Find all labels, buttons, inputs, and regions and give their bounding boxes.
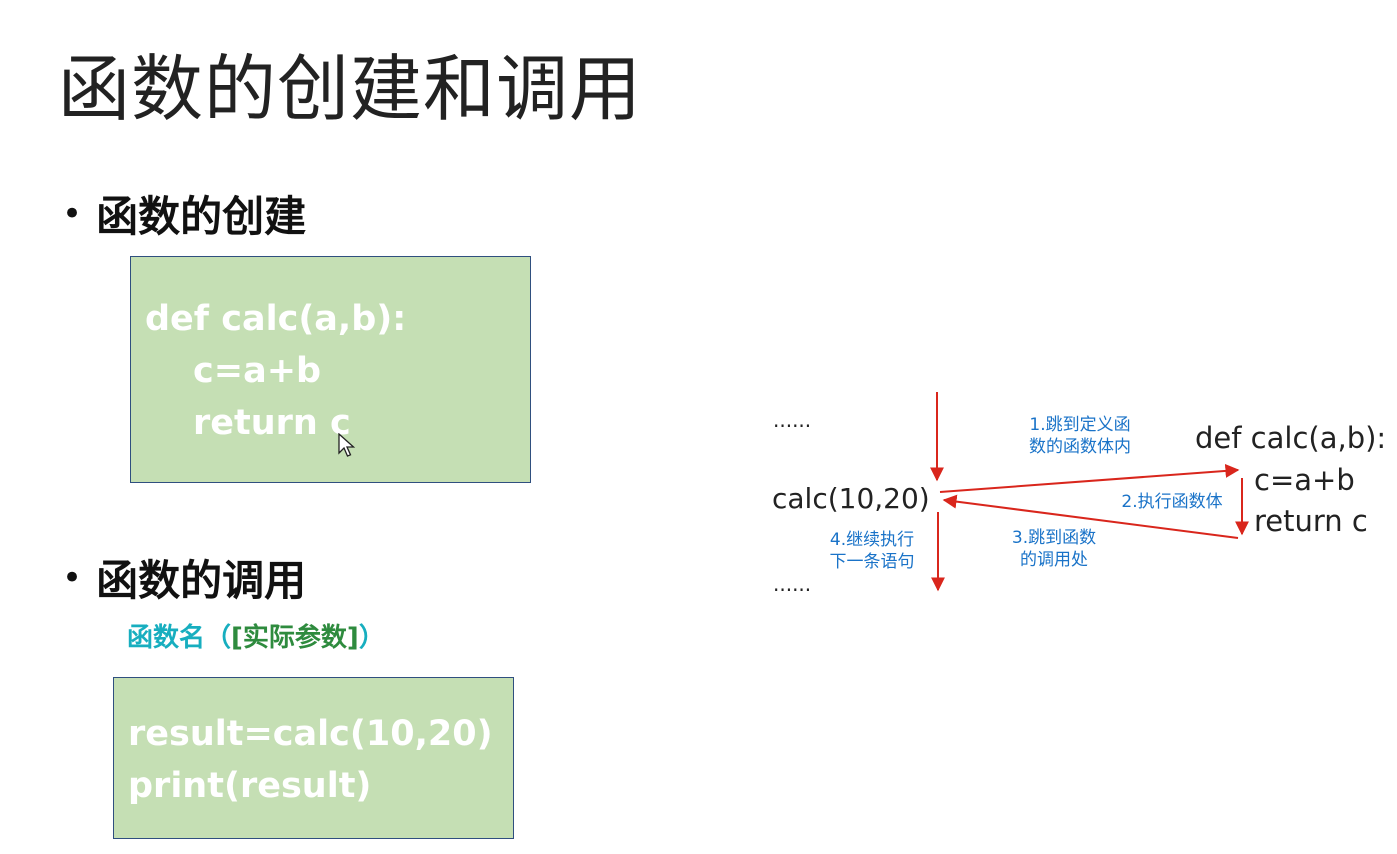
- code-line-print: print(result): [128, 766, 372, 806]
- bullet-dot: •: [62, 557, 83, 598]
- code-line-assign: c=a+b: [193, 351, 322, 391]
- syntax-close-paren: ）: [358, 623, 385, 653]
- call-expression: calc(10,20): [772, 482, 930, 515]
- def-line-3: return c: [1254, 504, 1368, 538]
- annotation-step1-line2: 数的函数体内: [1029, 437, 1131, 457]
- annotation-step4-line2: 下一条语句: [829, 552, 915, 572]
- annotation-step3: 3.跳到函数 的调用处: [994, 527, 1114, 571]
- code-line-result: result=calc(10,20): [128, 714, 493, 754]
- create-code-box: def calc(a,b): c=a+b return c: [130, 256, 531, 483]
- mouse-cursor-icon: [338, 433, 356, 457]
- arrow-return-to-call: [942, 494, 1239, 539]
- bullet-create-label: 函数的创建: [96, 192, 307, 241]
- ellipsis-top: ......: [773, 408, 812, 432]
- syntax-parameters: [实际参数]: [231, 623, 359, 653]
- bullet-call-label: 函数的调用: [96, 556, 307, 605]
- annotation-step1: 1.跳到定义函 数的函数体内: [1010, 414, 1150, 458]
- def-line-2: c=a+b: [1254, 463, 1355, 497]
- def-line-1: def calc(a,b):: [1195, 421, 1387, 455]
- bullet-call: • 函数的调用: [62, 547, 306, 608]
- annotation-step3-line1: 3.跳到函数: [1011, 528, 1097, 548]
- annotation-step3-line2: 的调用处: [1020, 550, 1088, 570]
- annotation-step4: 4.继续执行 下一条语句: [812, 529, 932, 573]
- arrow-jump-to-definition: [939, 463, 1240, 493]
- annotation-step2: 2.执行函数体: [1121, 492, 1223, 512]
- call-syntax: 函数名（[实际参数]）: [127, 617, 385, 654]
- bullet-dot: •: [62, 193, 83, 234]
- slide-title: 函数的创建和调用: [58, 47, 643, 131]
- call-code-box: result=calc(10,20) print(result): [113, 677, 514, 839]
- code-line-return: return c: [193, 403, 351, 443]
- annotation-step4-line1: 4.继续执行: [829, 530, 915, 550]
- syntax-open-paren: （: [205, 623, 232, 653]
- code-line-def: def calc(a,b):: [145, 299, 407, 339]
- annotation-step1-line1: 1.跳到定义函: [1029, 415, 1131, 435]
- syntax-function-name: 函数名: [127, 623, 206, 653]
- ellipsis-bottom: ......: [773, 572, 812, 596]
- bullet-create: • 函数的创建: [62, 183, 306, 244]
